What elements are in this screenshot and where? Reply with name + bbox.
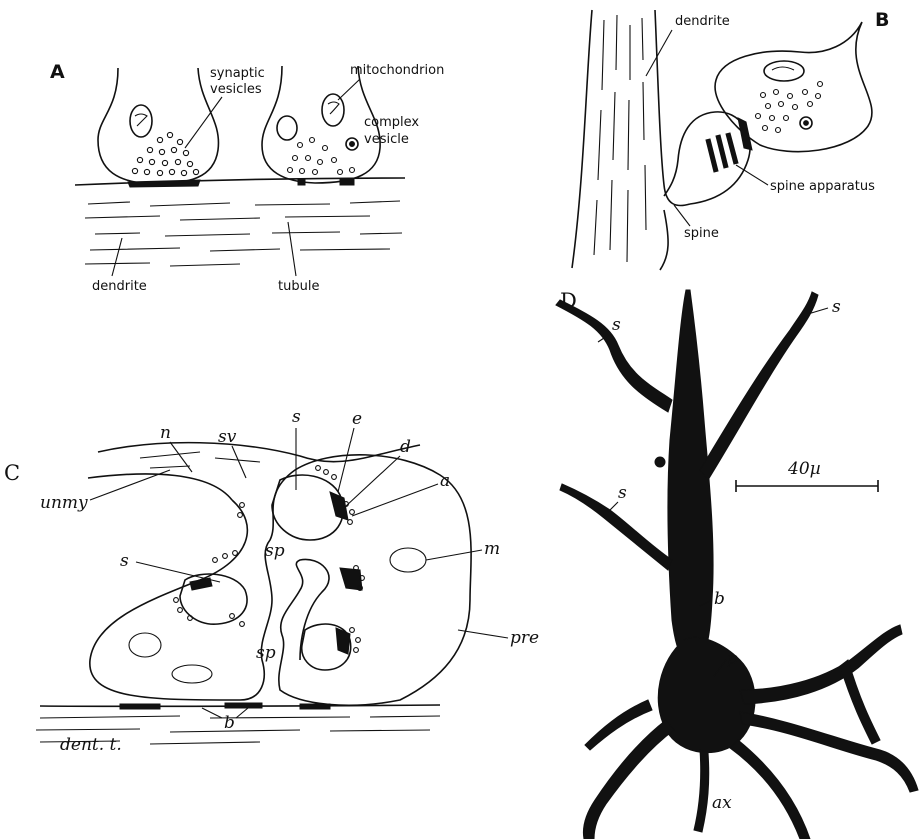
label-s-top: s bbox=[292, 407, 301, 427]
label-complex: complex bbox=[364, 115, 419, 130]
label-dendrite-a: dendrite bbox=[92, 279, 147, 294]
label-unmy: unmy bbox=[40, 493, 88, 513]
label-a: a bbox=[440, 471, 450, 491]
branch-mid-left bbox=[560, 484, 672, 570]
label-s-upper-left: s bbox=[612, 315, 621, 335]
unmy-axon-bottom bbox=[88, 474, 232, 500]
right-terminal bbox=[262, 66, 380, 183]
label-vesicle: vesicle bbox=[364, 132, 409, 147]
label-sv: sv bbox=[218, 427, 237, 447]
label-s-mid-left: s bbox=[618, 483, 627, 503]
leader-tubule bbox=[288, 222, 296, 276]
panel-b: B dendrite bbox=[572, 9, 889, 270]
unmy-filaments bbox=[140, 452, 260, 468]
unmy-axon-top bbox=[98, 443, 420, 462]
basal-right-upper bbox=[740, 625, 902, 704]
label-spine: spine bbox=[684, 226, 719, 241]
label-vesicles: vesicles bbox=[210, 82, 262, 97]
left-active-zone bbox=[128, 180, 200, 187]
scale-bar bbox=[736, 480, 878, 492]
leader-mitochondrion bbox=[338, 79, 360, 100]
spine-head-upper bbox=[272, 475, 343, 540]
label-p: p bbox=[727, 649, 738, 669]
presynaptic-terminal-b bbox=[715, 22, 872, 152]
axon bbox=[694, 750, 709, 832]
mitochondrion-c-left bbox=[129, 633, 161, 657]
label-sp-top: sp bbox=[265, 541, 285, 561]
panel-c: C bbox=[4, 407, 539, 755]
label-tubule: tubule bbox=[278, 279, 319, 294]
basal-right-connector bbox=[840, 660, 880, 744]
label-dendrite-b: dendrite bbox=[675, 14, 730, 29]
label-d: d bbox=[400, 437, 411, 457]
label-ax: ax bbox=[712, 793, 732, 813]
label-n: n bbox=[160, 423, 171, 443]
mitochondrion-c-right bbox=[390, 548, 426, 572]
scale-bar-label: 40µ bbox=[787, 459, 821, 479]
label-b: b bbox=[224, 713, 235, 733]
soma bbox=[658, 637, 755, 752]
presynaptic-profile-c bbox=[90, 455, 471, 705]
dendrite-shaft-left bbox=[572, 10, 592, 268]
left-mitochondrion bbox=[130, 105, 152, 137]
dendrite-tubules bbox=[85, 201, 402, 266]
panel-d: D 40µ s s bbox=[556, 289, 918, 839]
dendrite-shaft-right bbox=[655, 10, 690, 206]
label-b-d: b bbox=[714, 589, 725, 609]
mitochondrion-c-bottom bbox=[172, 665, 212, 683]
density-mid bbox=[340, 568, 362, 590]
leader-spine bbox=[674, 205, 690, 226]
left-synaptic-vesicles bbox=[132, 132, 198, 175]
label-spine-apparatus: spine apparatus bbox=[770, 179, 875, 194]
label-sp-bottom: sp bbox=[256, 643, 276, 663]
dendrite-filaments-b bbox=[594, 15, 646, 262]
panel-c-letter: C bbox=[4, 461, 20, 485]
spine-apparatus bbox=[706, 133, 738, 172]
right-mitochondrion bbox=[322, 94, 344, 126]
panel-b-letter: B bbox=[875, 9, 889, 31]
pyramidal-neuron bbox=[556, 290, 918, 839]
panel-a-letter: A bbox=[50, 61, 65, 83]
panel-a: A bbox=[50, 61, 444, 294]
spine-neck bbox=[660, 210, 668, 270]
mitochondrion-b bbox=[764, 61, 804, 81]
density-small bbox=[336, 628, 350, 654]
right-mitochondrion-small bbox=[277, 116, 297, 140]
branch-upper-right bbox=[700, 292, 818, 480]
label-dent-t: dent. t. bbox=[60, 735, 122, 755]
leader-dendrite-a bbox=[112, 238, 122, 276]
right-synaptic-vesicles bbox=[288, 138, 355, 175]
label-s-upper-right: s bbox=[832, 297, 841, 317]
label-m: m bbox=[484, 539, 500, 559]
leader-synaptic-vesicles bbox=[185, 97, 222, 148]
label-mitochondrion: mitochondrion bbox=[350, 63, 444, 78]
label-synaptic: synaptic bbox=[210, 66, 265, 81]
dendrite-fragment bbox=[655, 457, 665, 467]
leader-dendrite-b bbox=[646, 30, 672, 76]
basal-lower-right bbox=[730, 740, 810, 839]
label-pre: pre bbox=[510, 628, 539, 648]
label-e: e bbox=[352, 409, 362, 429]
label-s-left: s bbox=[120, 551, 129, 571]
synaptic-cleft-b bbox=[738, 118, 752, 150]
